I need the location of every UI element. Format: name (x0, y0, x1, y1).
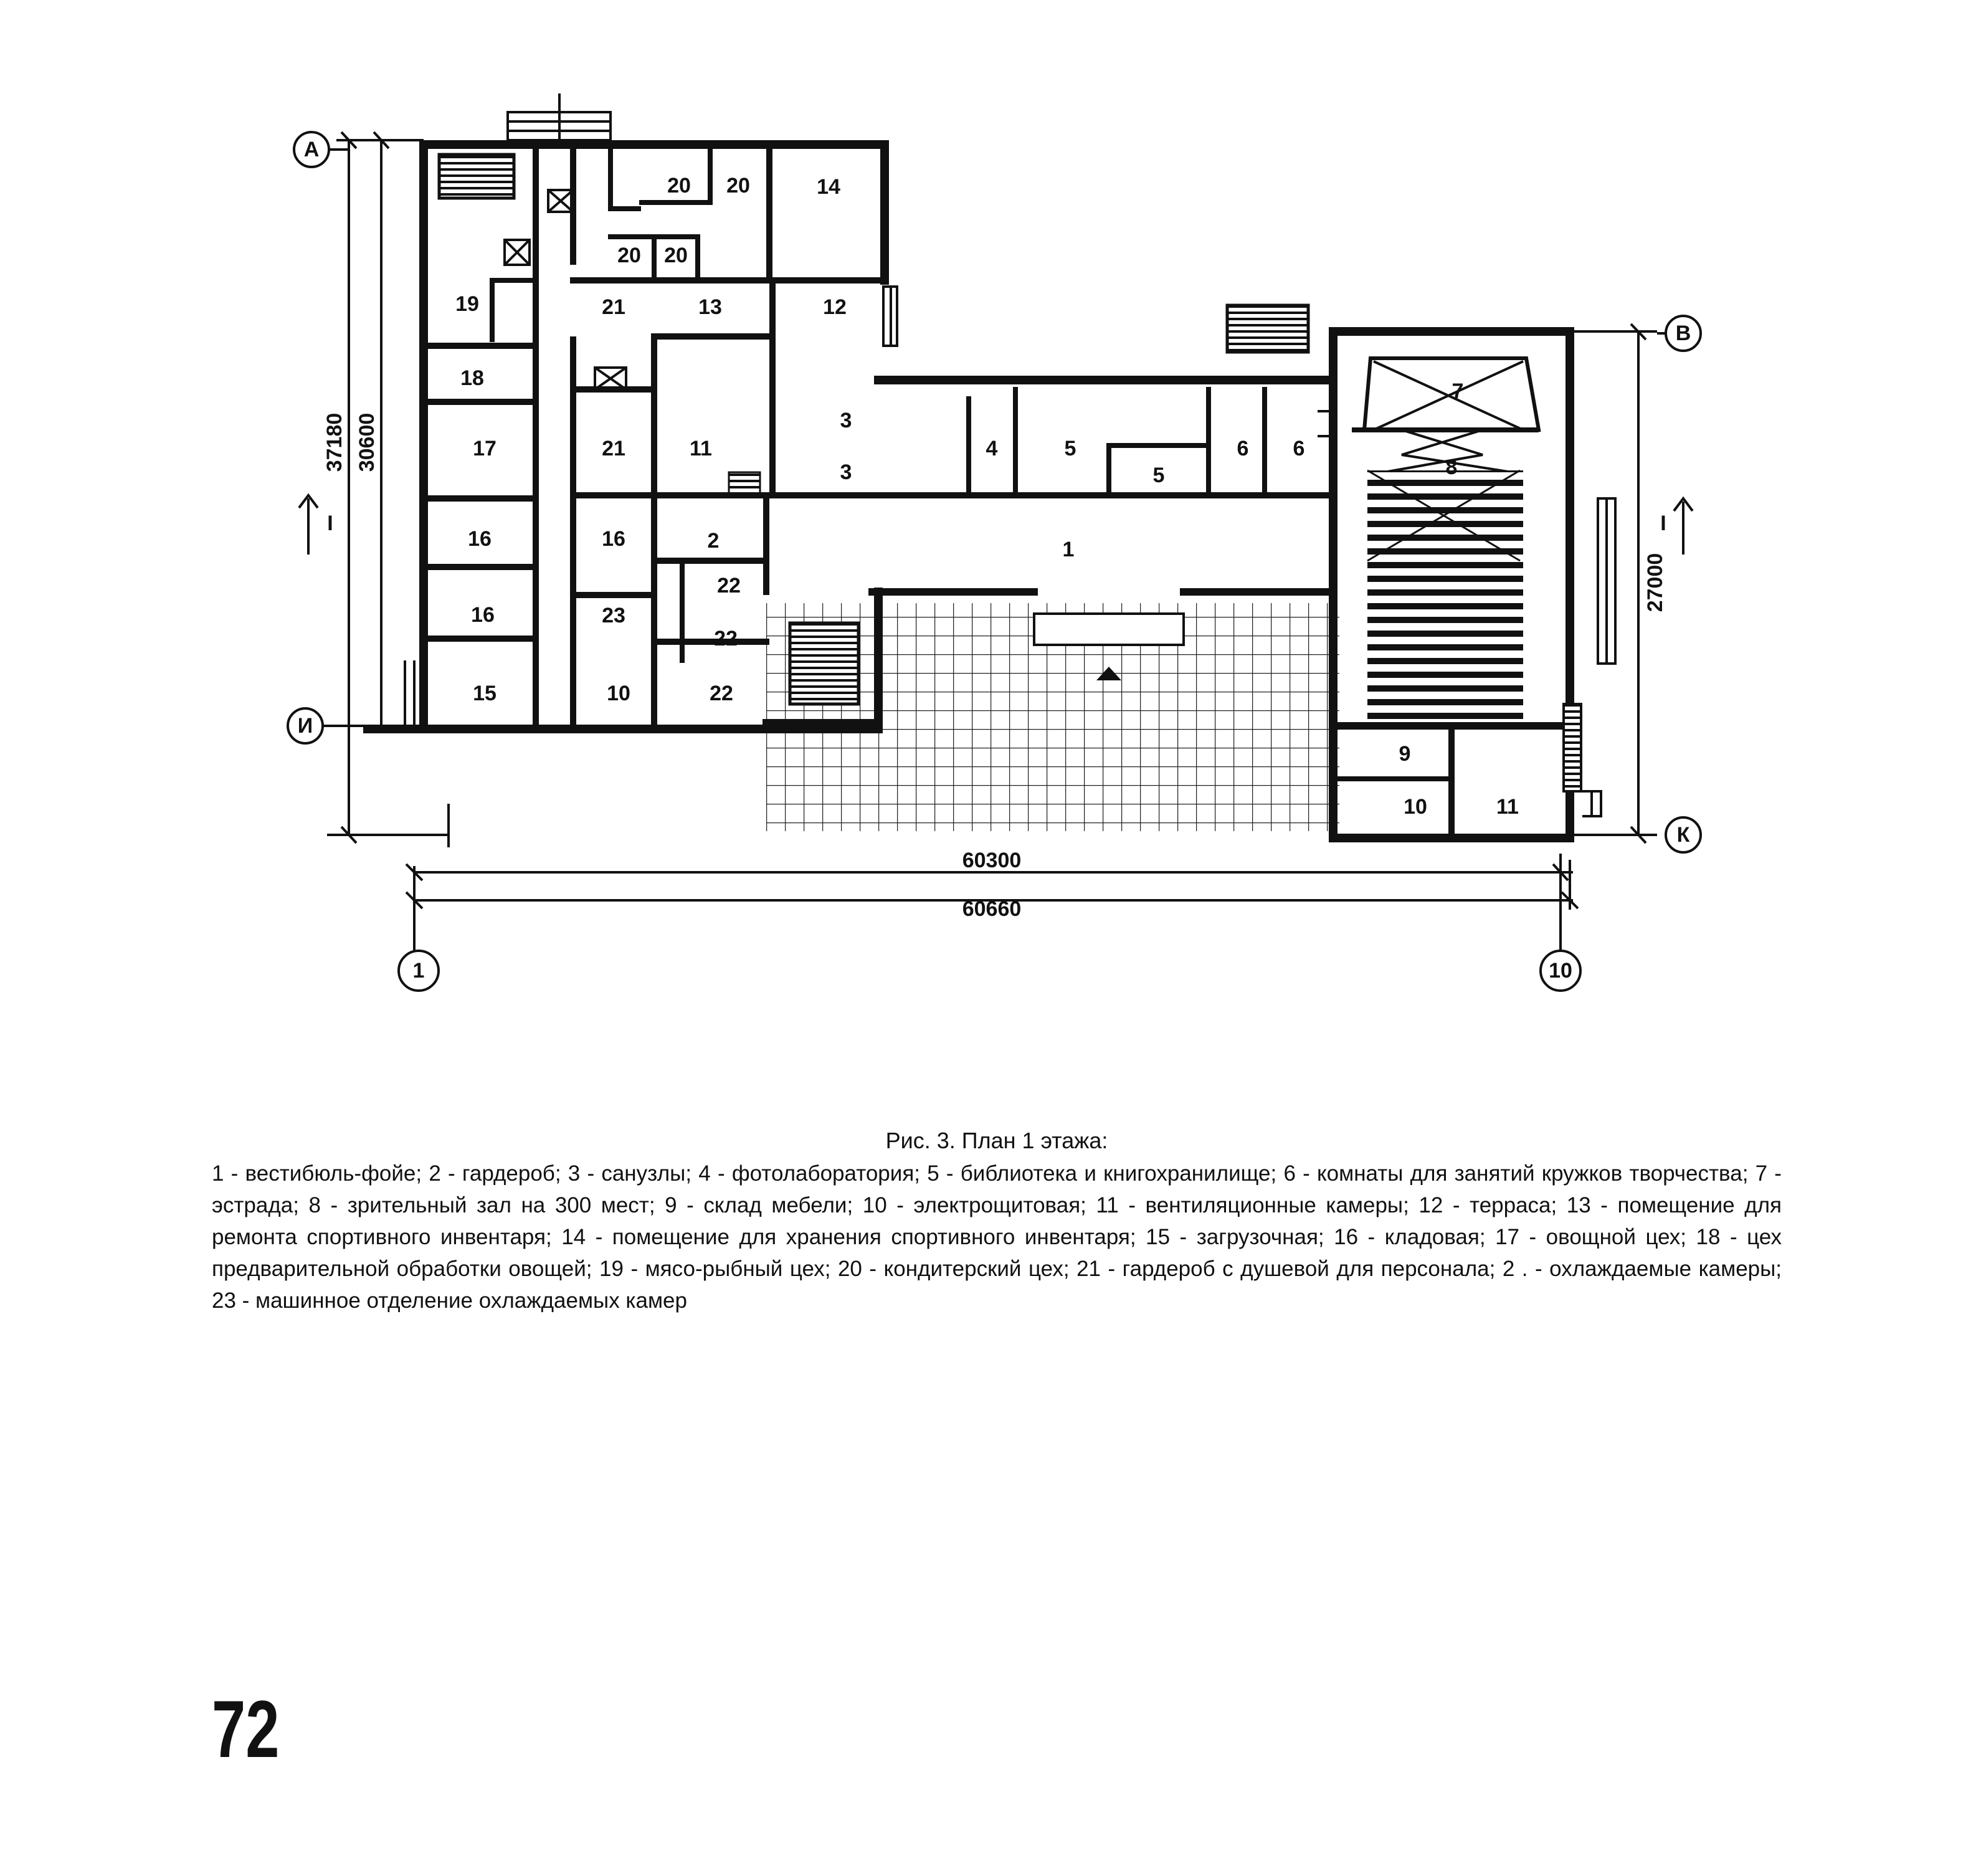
room-16: 16 (468, 527, 492, 551)
legend-item: 4 - фотолаборатория; (698, 1161, 928, 1186)
svg-text:А: А (304, 138, 320, 161)
auditorium (1352, 356, 1541, 720)
legend-item: 1 - вестибюль-фойе; (212, 1161, 429, 1186)
room-23: 23 (602, 604, 625, 627)
dim-37180: 37180 (323, 413, 346, 472)
dimension-labels: 37180 30600 27000 60300 60660 (323, 413, 1667, 921)
dim-27000: 27000 (1643, 553, 1667, 612)
caption-title: Рис. 3. План 1 этажа: (885, 1128, 1108, 1153)
exterior-elements (404, 93, 1617, 817)
legend-item: 21 - гардероб с душевой для персонала; (1076, 1257, 1503, 1281)
room-6: 6 (1293, 437, 1305, 460)
legend-item: 2 . - охлаждаемые камеры; (1502, 1257, 1782, 1281)
room-9: 9 (1399, 742, 1411, 766)
room-20: 20 (664, 244, 688, 267)
room-10: 10 (1404, 795, 1427, 819)
stairs (437, 153, 1582, 793)
room-22: 22 (710, 682, 733, 705)
room-16: 16 (471, 603, 495, 627)
caption-legend: 1 - вестибюль-фойе; 2 - гардероб; 3 - са… (212, 1158, 1782, 1317)
legend-item: 5 - библиотека и книгохранилище; (927, 1161, 1284, 1186)
room-20: 20 (726, 174, 750, 198)
room-3: 3 (840, 460, 852, 484)
floor-plan: А И В К 1 10 I I 37180 (287, 93, 1702, 992)
room-21: 21 (602, 437, 625, 460)
legend-item: 6 - комнаты для занятий кружков творчест… (1283, 1161, 1756, 1186)
lift-shafts (503, 189, 627, 391)
room-17: 17 (473, 437, 496, 460)
room-15: 15 (473, 682, 496, 705)
svg-text:В: В (1676, 321, 1691, 345)
room-11: 11 (1496, 795, 1519, 819)
room-19: 19 (455, 292, 479, 316)
axis-markers: А И В К 1 10 (287, 131, 1702, 992)
section-marks: I I (298, 493, 1694, 555)
room-8: 8 (1446, 455, 1458, 479)
legend-item: 15 - загрузочная; (1146, 1225, 1334, 1249)
page-number: 72 (212, 1683, 280, 1774)
svg-text:И: И (298, 714, 313, 738)
dim-60660: 60660 (962, 897, 1022, 921)
legend-item: 3 - санузлы; (568, 1161, 699, 1186)
axis-b: В (1657, 315, 1702, 352)
terrace-paving (766, 603, 1339, 831)
svg-text:1: 1 (413, 959, 425, 983)
legend-item: 18 - цех предварительной обработки овоще… (212, 1225, 1782, 1281)
legend-item: 17 - овощной цех; (1495, 1225, 1696, 1249)
room-5: 5 (1153, 464, 1165, 487)
room-10: 10 (607, 682, 630, 705)
room-2: 2 (708, 529, 720, 553)
room-5: 5 (1065, 437, 1076, 460)
section-mark-right: I (1660, 512, 1666, 535)
legend-item: 23 - машинное отделение охлаждаемых каме… (212, 1288, 687, 1313)
room-11: 11 (690, 437, 712, 460)
axis-10: 10 (1539, 950, 1582, 992)
legend-item: 10 - электрощитовая; (862, 1193, 1096, 1217)
dim-30600: 30600 (355, 413, 379, 472)
axis-k: К (1665, 816, 1702, 854)
legend-item: 13 - помещение для ремонта спортивного и… (212, 1193, 1782, 1249)
legend-item: 7 - эстрада; (212, 1161, 1782, 1217)
legend-item: 20 - кондитерский цех; (837, 1257, 1077, 1281)
room-12: 12 (823, 295, 847, 319)
legend-item: 9 - склад мебели; (665, 1193, 863, 1217)
room-labels: 20 20 20 20 14 19 21 13 12 18 17 21 11 1… (455, 174, 1519, 819)
room-13: 13 (698, 295, 722, 319)
room-7: 7 (1452, 379, 1464, 403)
legend-item: 11 - вентиляционные камеры; (1096, 1193, 1419, 1217)
room-20: 20 (667, 174, 691, 198)
dimension-lines (327, 131, 1657, 950)
room-14: 14 (817, 175, 840, 199)
room-6: 6 (1237, 437, 1249, 460)
room-22: 22 (717, 574, 741, 598)
legend-item: 19 - мясо-рыбный цех; (599, 1257, 838, 1281)
building-walls (363, 140, 1574, 842)
legend-item: 12 - терраса; (1418, 1193, 1567, 1217)
section-mark-left: I (327, 512, 333, 535)
axis-a: А (293, 131, 349, 168)
figure-caption: Рис. 3. План 1 этажа: 1 - вестибюль-фойе… (212, 1125, 1782, 1317)
room-4: 4 (986, 437, 998, 460)
room-18: 18 (460, 366, 484, 390)
dim-60300: 60300 (962, 849, 1022, 872)
legend-item: 14 - помещение для хранения спортивного … (561, 1225, 1146, 1249)
room-22: 22 (714, 627, 738, 650)
room-16: 16 (602, 527, 625, 551)
room-3: 3 (840, 409, 852, 432)
svg-text:К: К (1677, 823, 1690, 847)
room-21: 21 (602, 295, 625, 319)
axis-1: 1 (397, 950, 440, 992)
legend-item: 2 - гардероб; (429, 1161, 568, 1186)
room-1: 1 (1063, 538, 1075, 561)
legend-item: 8 - зрительный зал на 300 мест; (308, 1193, 665, 1217)
svg-text:10: 10 (1549, 959, 1572, 983)
legend-item: 16 - кладовая; (1334, 1225, 1496, 1249)
axis-i: И (287, 707, 368, 745)
room-20: 20 (617, 244, 641, 267)
